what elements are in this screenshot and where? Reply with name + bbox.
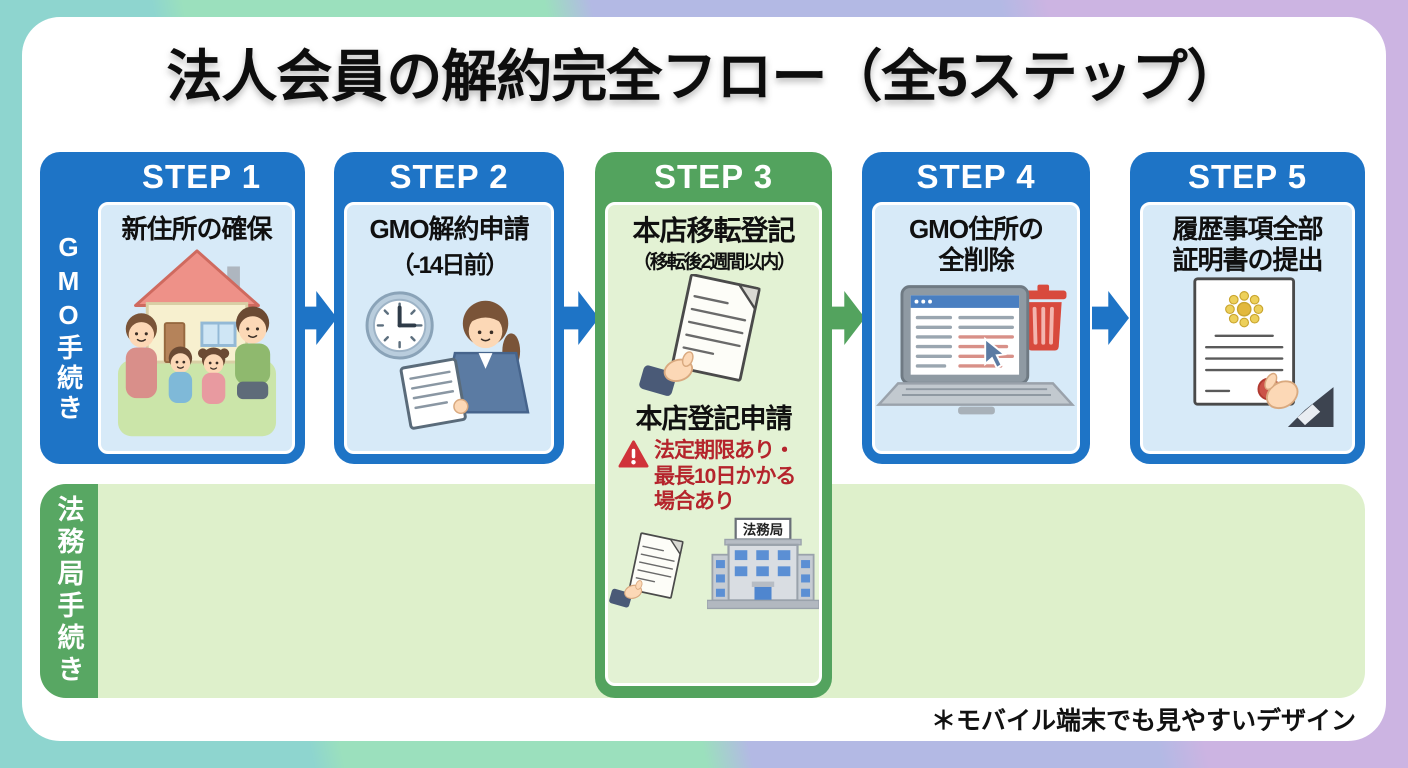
step1-header: STEP 1 (141, 158, 262, 195)
document-hand-illustration (638, 274, 761, 396)
step3-warning: 法定期限あり・ 最長10日かかる 場合あり (654, 438, 796, 514)
step3-card: STEP 3 本店移転登記 （移転後2週間以内） 本店登記申請 (595, 152, 832, 698)
document-hand-icon (608, 532, 684, 608)
step5-card: STEP 5 履歴事項全部 証明書の提出 (1130, 152, 1365, 464)
gmo-lane-strip: GMO手続き (40, 202, 98, 454)
step2-title: GMO解約申請 (369, 214, 529, 244)
houmukyoku-building-icon: 法務局 (706, 517, 819, 609)
step2-subtitle: （-14日前） (390, 251, 510, 279)
step2-header: STEP 2 (389, 158, 509, 195)
certificate-hand-illustration (1192, 277, 1333, 428)
step2-panel: GMO解約申請 （-14日前） (344, 202, 554, 454)
step4-header: STEP 4 (916, 158, 1036, 195)
footnote: ＊モバイル端末でも見やすいデザイン (930, 707, 1356, 735)
step5-panel: 履歴事項全部 証明書の提出 (1140, 202, 1355, 454)
step3-header: STEP 3 (653, 158, 774, 195)
laptop-delete-illustration (876, 285, 1076, 415)
step1-panel: 新住所の確保 (98, 202, 295, 454)
houmukyoku-lane-strip: 法務局手続き (40, 484, 98, 698)
step4-title: GMO住所の 全削除 (908, 214, 1044, 275)
step4-panel: GMO住所の 全削除 (872, 202, 1080, 454)
step1-title: 新住所の確保 (121, 214, 272, 244)
step5-header: STEP 5 (1187, 158, 1308, 195)
step5-title: 履歴事項全部 証明書の提出 (1172, 214, 1323, 275)
clock-staff-document-illustration (365, 291, 530, 430)
family-house-illustration (117, 249, 276, 436)
step3-subtitle: （移転後2週間以内） (632, 252, 797, 274)
houmukyoku-lane-label: 法務局手続き (53, 495, 84, 687)
step1-card: STEP 1 GMO手続き 新住所の確保 (40, 152, 305, 464)
step3-title2: 本店登記申請 (635, 404, 793, 435)
step4-card: STEP 4 GMO住所の 全削除 (862, 152, 1090, 464)
page-title: 法人会員の解約完全フロー（全5ステップ） (162, 41, 1247, 113)
step2-card: STEP 2 GMO解約申請 （-14日前） (334, 152, 564, 464)
step3-title: 本店移転登記 (632, 215, 795, 246)
gmo-lane-label: GMO手続き (53, 232, 84, 424)
warning-icon (618, 440, 649, 468)
step3-panel: 本店移転登記 （移転後2週間以内） 本店登記申請 (605, 202, 822, 686)
houmukyoku-sign-label: 法務局 (742, 521, 782, 537)
